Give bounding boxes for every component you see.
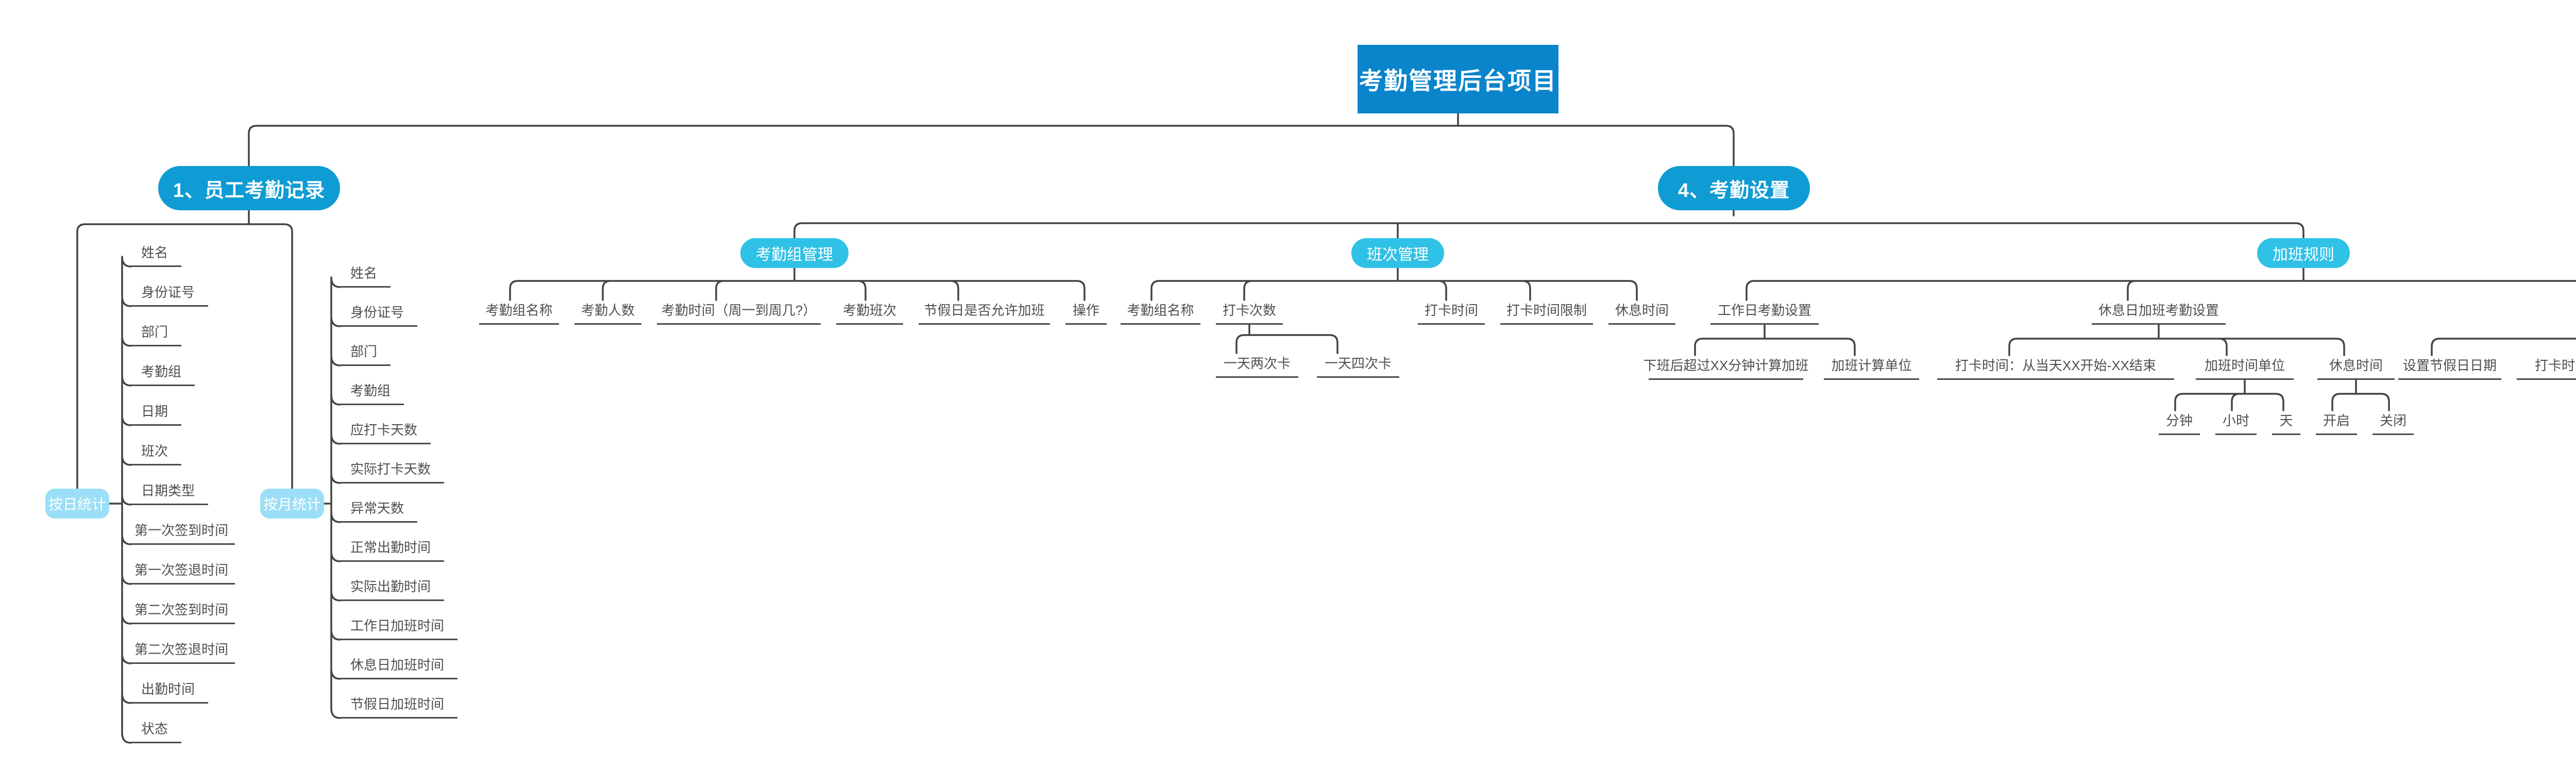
- punch-count-option[interactable]: 一天两次卡: [1216, 353, 1298, 378]
- branch-attendance-settings[interactable]: 4、考勤设置: [1658, 166, 1810, 210]
- monthly-stat-item[interactable]: 工作日加班时间: [337, 615, 457, 640]
- shift-mgmt-item-punch-count[interactable]: 打卡次数: [1216, 300, 1283, 325]
- node-shift-mgmt[interactable]: 班次管理: [1351, 238, 1444, 268]
- monthly-stat-item[interactable]: 正常出勤时间: [337, 537, 444, 562]
- punch-count-option[interactable]: 一天四次卡: [1317, 353, 1399, 378]
- shift-mgmt-item[interactable]: 休息时间: [1608, 300, 1675, 325]
- break-option-on[interactable]: 开启: [2316, 410, 2357, 435]
- monthly-stat-item[interactable]: 休息日加班时间: [337, 655, 457, 679]
- restday-overtime-unit[interactable]: 加班时间单位: [2196, 355, 2294, 380]
- branch-employee-attendance-records[interactable]: 1、员工考勤记录: [158, 166, 340, 210]
- restday-settings-header[interactable]: 休息日加班考勤设置: [2092, 300, 2226, 325]
- daily-stat-item[interactable]: 第二次签到时间: [128, 599, 235, 624]
- daily-stat-item[interactable]: 考勤组: [128, 361, 195, 386]
- connector-overtime: [1745, 267, 2576, 301]
- monthly-stat-item[interactable]: 身份证号: [337, 302, 417, 327]
- restday-punch-time[interactable]: 打卡时间：从当天XX开始-XX结束: [1937, 355, 2174, 380]
- daily-stat-item[interactable]: 姓名: [128, 242, 181, 267]
- workday-setting-item[interactable]: 加班计算单位: [1824, 355, 1919, 380]
- group-mgmt-item[interactable]: 考勤班次: [836, 300, 903, 325]
- group-mgmt-item[interactable]: 考勤时间（周一到周几?）: [657, 300, 821, 325]
- node-overtime-rules[interactable]: 加班规则: [2257, 238, 2350, 268]
- restday-break-time[interactable]: 休息时间: [2317, 355, 2395, 380]
- daily-stat-item[interactable]: 班次: [128, 441, 181, 465]
- connector-group-mgmt: [509, 267, 1086, 301]
- workday-settings-header[interactable]: 工作日考勤设置: [1710, 300, 1819, 325]
- holiday-set-date[interactable]: 设置节假日日期: [2398, 355, 2501, 380]
- daily-stat-item[interactable]: 身份证号: [128, 282, 208, 307]
- monthly-stat-item[interactable]: 实际打卡天数: [337, 459, 444, 483]
- unit-option-hour[interactable]: 小时: [2215, 410, 2257, 435]
- node-daily-stats[interactable]: 按日统计: [45, 489, 109, 519]
- daily-stat-item[interactable]: 部门: [128, 322, 181, 346]
- monthly-stat-item[interactable]: 应打卡天数: [337, 420, 431, 444]
- monthly-stat-item[interactable]: 节假日加班时间: [337, 694, 457, 719]
- daily-stat-item[interactable]: 日期类型: [128, 480, 208, 505]
- group-mgmt-item[interactable]: 节假日是否允许加班: [919, 300, 1050, 325]
- monthly-stat-item[interactable]: 部门: [337, 341, 391, 366]
- monthly-stat-item[interactable]: 实际出勤时间: [337, 576, 444, 601]
- connector-workday: [1694, 324, 1856, 356]
- node-attendance-group-mgmt[interactable]: 考勤组管理: [740, 238, 849, 268]
- shift-mgmt-item[interactable]: 打卡时间限制: [1500, 300, 1593, 325]
- monthly-stat-item[interactable]: 姓名: [337, 263, 391, 288]
- group-mgmt-item[interactable]: 操作: [1065, 300, 1107, 325]
- daily-stat-item[interactable]: 第一次签到时间: [128, 520, 235, 545]
- monthly-stat-item[interactable]: 考勤组: [337, 380, 404, 405]
- shift-mgmt-item[interactable]: 考勤组名称: [1121, 300, 1200, 325]
- central-topic[interactable]: 考勤管理后台项目: [1358, 45, 1558, 113]
- shift-mgmt-item[interactable]: 打卡时间: [1418, 300, 1485, 325]
- connector-left-split: [76, 209, 293, 490]
- holiday-punch-time[interactable]: 打卡时间：从当天XX开始-XX结束: [2517, 355, 2576, 380]
- daily-stat-item[interactable]: 日期: [128, 401, 181, 426]
- unit-option-day[interactable]: 天: [2272, 410, 2300, 435]
- break-option-off[interactable]: 关闭: [2372, 410, 2414, 435]
- group-mgmt-item[interactable]: 考勤人数: [574, 300, 641, 325]
- workday-setting-item[interactable]: 下班后超过XX分钟计算加班: [1643, 355, 1808, 380]
- unit-option-minute[interactable]: 分钟: [2159, 410, 2200, 435]
- daily-stat-item[interactable]: 出勤时间: [128, 679, 208, 704]
- monthly-stat-item[interactable]: 异常天数: [337, 498, 417, 523]
- daily-stat-item[interactable]: 第二次签退时间: [128, 639, 235, 664]
- daily-stat-item[interactable]: 第一次签退时间: [128, 560, 235, 585]
- node-monthly-stats[interactable]: 按月统计: [260, 489, 324, 519]
- group-mgmt-item[interactable]: 考勤组名称: [479, 300, 559, 325]
- connector-level1: [248, 112, 1735, 167]
- daily-stat-item[interactable]: 状态: [128, 719, 181, 743]
- connector-right-split: [793, 209, 2304, 239]
